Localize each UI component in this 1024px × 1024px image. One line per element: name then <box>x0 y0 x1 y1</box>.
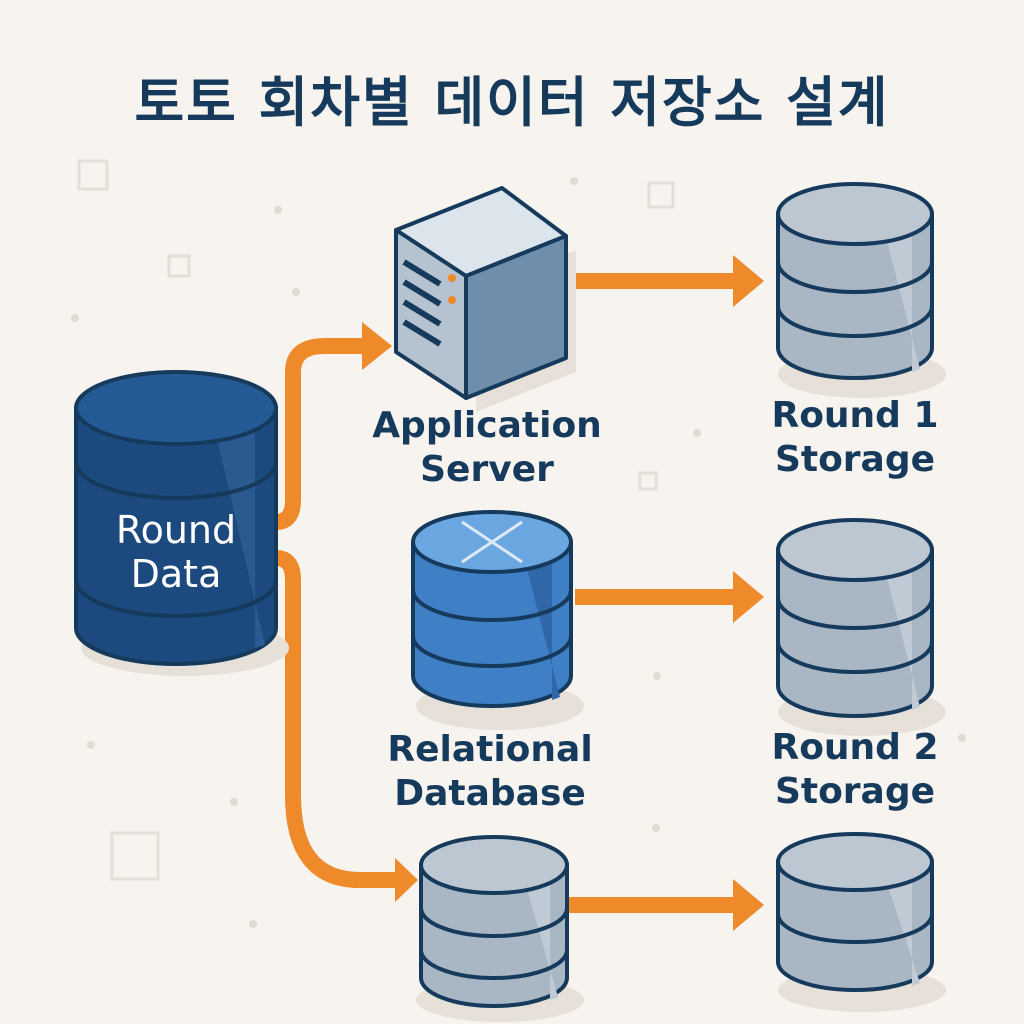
storage-cylinder-icon <box>776 832 946 1012</box>
database-table-icon <box>411 510 584 730</box>
deco-dot <box>274 206 282 214</box>
storage-cylinder-icon <box>776 182 946 398</box>
round2-label-line1: Round 2 <box>771 727 939 768</box>
deco-square <box>167 254 191 278</box>
deco-dot <box>87 741 95 749</box>
round2-storage-label: Round 2 Storage <box>740 726 970 814</box>
app-server-label: Application Server <box>352 404 622 492</box>
deco-dot <box>570 177 578 185</box>
deco-dot <box>249 920 257 928</box>
app-server-label-line2: Server <box>420 449 554 490</box>
source-label-line1: Round <box>115 508 237 552</box>
deco-square <box>638 471 658 491</box>
deco-dot <box>292 288 300 296</box>
deco-square <box>77 159 109 191</box>
relational-db-label-line2: Database <box>394 773 586 814</box>
storage-cylinder-icon <box>776 518 946 736</box>
relational-db-label-line1: Relational <box>387 729 593 770</box>
arrowhead <box>395 858 418 902</box>
arrowhead <box>733 879 764 931</box>
app-server-label-line1: Application <box>372 405 602 446</box>
page-title: 토토 회차별 데이터 저장소 설계 <box>134 71 890 134</box>
relational-db-label: Relational Database <box>360 728 620 816</box>
deco-dot <box>958 734 966 742</box>
deco-dot <box>693 429 701 437</box>
deco-dot <box>652 824 660 832</box>
deco-dot <box>71 314 79 322</box>
deco-square <box>647 181 675 209</box>
database-cylinder-icon <box>74 370 289 676</box>
deco-square <box>110 831 160 881</box>
source-database-label: Round Data <box>76 508 276 596</box>
arrow-source-to-app-server <box>275 338 362 530</box>
source-label-line2: Data <box>130 552 222 596</box>
server-tower-icon <box>394 186 576 412</box>
round1-label-line1: Round 1 <box>771 395 939 436</box>
arrowhead <box>362 322 392 370</box>
arrowhead <box>733 255 764 307</box>
deco-dot <box>230 798 238 806</box>
background-decorations <box>77 159 675 881</box>
round2-label-line2: Storage <box>774 771 936 812</box>
background-dots <box>71 177 966 928</box>
storage-cylinder-icon <box>416 835 584 1022</box>
round1-storage-label: Round 1 Storage <box>740 394 970 482</box>
arrowhead <box>733 571 764 623</box>
arrow-source-to-storage-node <box>275 550 395 888</box>
round1-label-line2: Storage <box>774 439 936 480</box>
deco-dot <box>653 672 661 680</box>
